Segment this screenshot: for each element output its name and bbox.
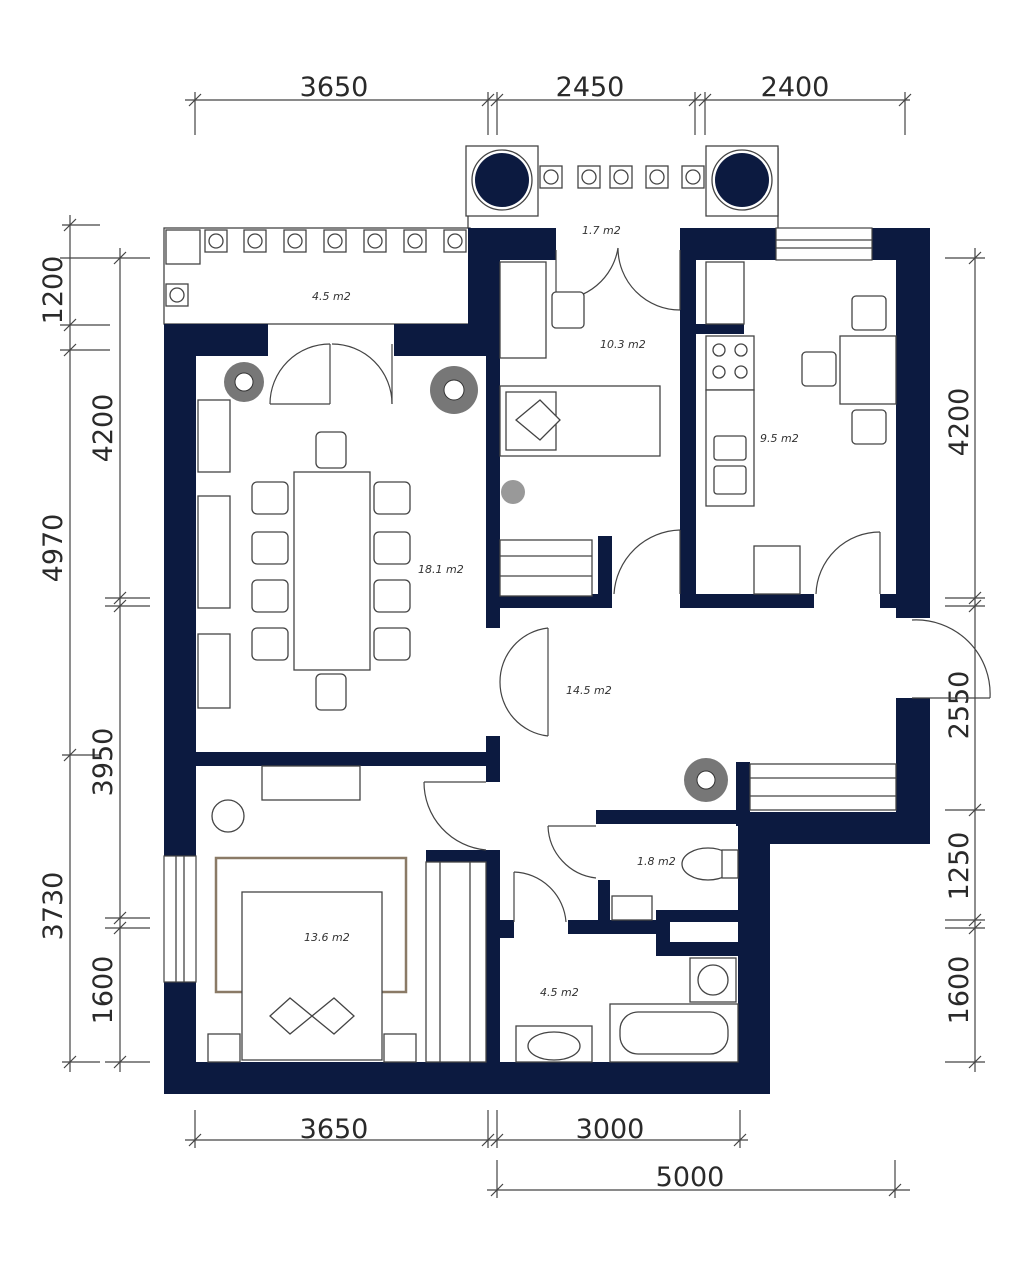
dim-bottom-1: 3650 [300,1114,369,1145]
porch-planters [539,165,705,189]
wardrobe [499,539,593,597]
windows [163,227,873,983]
small-bedroom [499,261,661,597]
toilet-room [611,847,739,921]
kitchen-table [839,335,897,405]
dimension-lines [60,92,985,1198]
dim-right-1: 4200 [944,388,975,457]
kitchen [705,261,897,595]
room-labels: 4.5 m2 1.7 m2 10.3 m2 9.5 m2 18.1 m2 14.… [304,224,799,999]
dim-left-inner-2: 4200 [88,394,119,463]
dim-top-1: 3650 [300,72,369,103]
plant-icon [501,480,525,504]
loggia-planters [165,229,467,307]
master-bedroom [207,765,487,1063]
plant-icon [224,362,478,414]
dim-top-3: 2400 [761,72,830,103]
dining-chairs [251,431,411,711]
dim-right-3: 1250 [944,832,975,901]
dining-table [293,471,371,671]
dim-right-4: 1600 [944,956,975,1025]
dim-top-2: 2450 [556,72,625,103]
room-area-vestibule: 1.7 m2 [582,224,621,237]
room-area-loggia: 4.5 m2 [312,290,351,303]
dim-left-inner-4: 1600 [88,956,119,1025]
dim-bottom-2: 3000 [576,1114,645,1145]
room-area-hall: 14.5 m2 [566,684,612,697]
dim-right-2: 2550 [944,671,975,740]
hall-wardrobe [749,763,897,811]
plant-icon [684,758,728,802]
dimension-labels: 3650 2450 2400 3650 3000 5000 4970 3730 … [38,72,975,1193]
hall [684,758,897,811]
living-dining [197,362,478,711]
room-area-toilet: 1.8 m2 [637,855,676,868]
bed [241,891,383,1061]
room-area-living: 18.1 m2 [418,563,464,576]
room-area-bedroom-small: 10.3 m2 [600,338,646,351]
loggia [163,227,471,325]
column-left [475,153,529,207]
dim-left-outer-1: 4970 [38,514,69,583]
dim-bottom-total: 5000 [656,1162,725,1193]
room-area-bedroom-master: 13.6 m2 [304,931,350,944]
bedroom-wardrobe [425,861,487,1063]
room-area-kitchen: 9.5 m2 [760,432,799,445]
column-right [715,153,769,207]
bathroom [515,957,739,1063]
entrance-porch [465,145,779,228]
doors [269,247,991,923]
toilet-sink [611,895,653,921]
walls [164,228,930,1094]
dim-left-inner-1: 1200 [38,256,69,325]
dim-left-outer-2: 3730 [38,872,69,941]
room-area-bathroom: 4.5 m2 [540,986,579,999]
dim-left-inner-3: 3950 [88,728,119,797]
